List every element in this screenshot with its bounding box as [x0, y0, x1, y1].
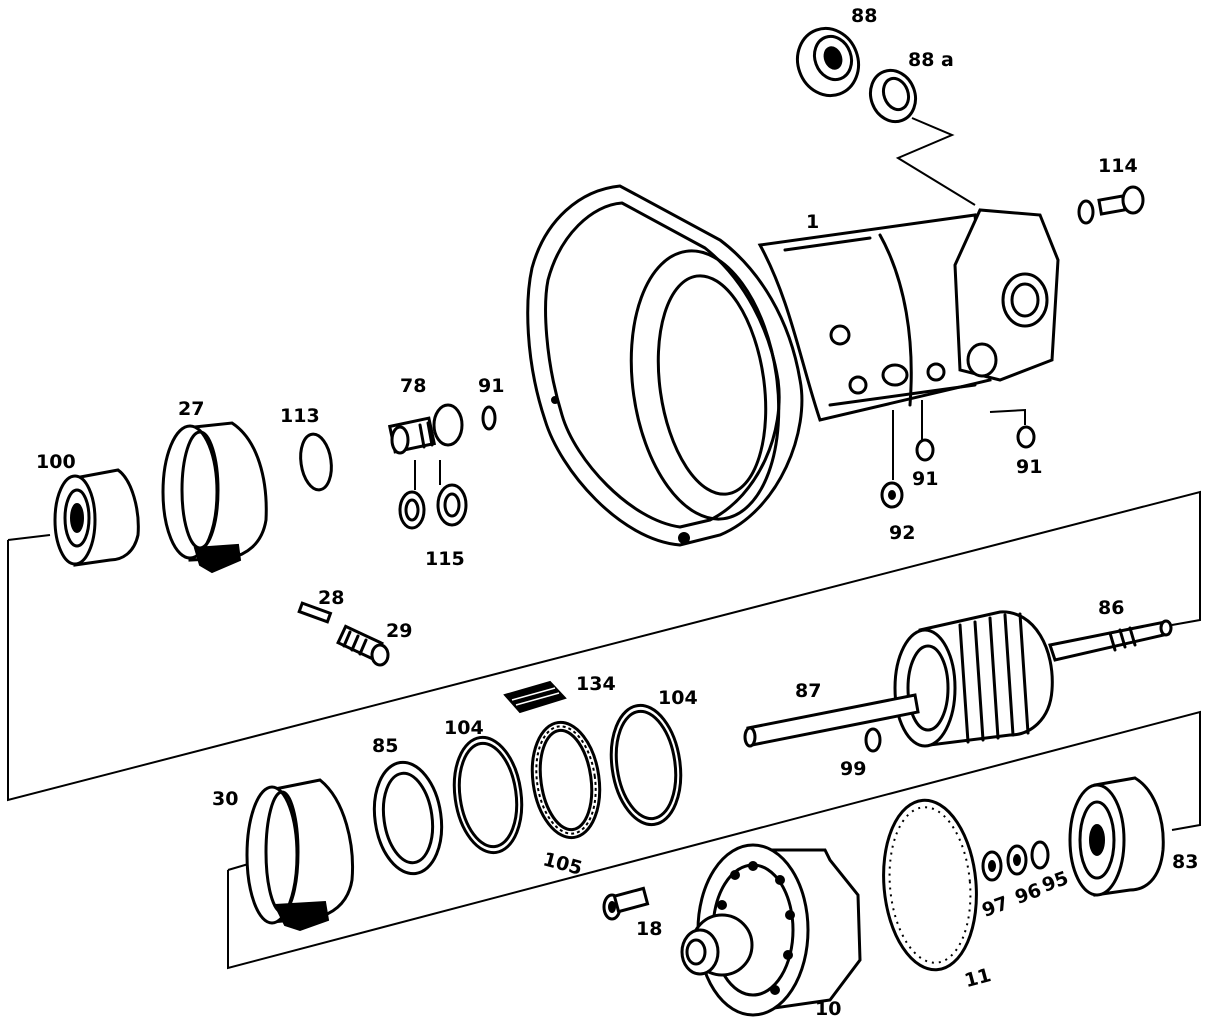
- label-105: 105: [541, 848, 585, 880]
- pump-teeth: [717, 861, 795, 995]
- ring-104-right: [609, 703, 683, 827]
- nut-92: [880, 481, 904, 509]
- label-100: 100: [36, 451, 76, 473]
- washer-99: [864, 727, 882, 753]
- washer-95: [1030, 840, 1050, 870]
- label-10: 10: [815, 998, 841, 1020]
- label-87: 87: [795, 680, 821, 702]
- label-97: 97: [979, 892, 1011, 922]
- shaft-assembly-86: [893, 610, 1173, 748]
- bearing-100: [53, 468, 140, 567]
- washer-96: [1006, 844, 1028, 876]
- fitting-78: [387, 403, 464, 455]
- label-30: 30: [212, 788, 238, 810]
- label-11: 11: [962, 964, 993, 992]
- label-18: 18: [636, 918, 662, 940]
- label-29: 29: [386, 620, 412, 642]
- shaft-87: [743, 693, 920, 748]
- transmission-housing-1: [526, 184, 1060, 547]
- pin-28: [297, 601, 333, 624]
- label-115: 115: [425, 548, 465, 570]
- spring-29: [336, 624, 390, 667]
- snap-ring-113: [299, 432, 333, 492]
- label-134: 134: [576, 673, 616, 695]
- leader-lines: [7, 117, 1201, 970]
- label-113: 113: [280, 405, 320, 427]
- brake-band-27: [161, 421, 268, 574]
- bearing-88: [796, 26, 860, 98]
- label-91-left: 91: [478, 375, 504, 397]
- circlip-115: [398, 483, 468, 530]
- label-104-right: 104: [658, 687, 698, 709]
- label-27: 27: [178, 398, 204, 420]
- label-28: 28: [318, 587, 344, 609]
- label-114: 114: [1098, 155, 1138, 177]
- brake-band-30: [245, 778, 354, 932]
- pump-10: [680, 843, 862, 1017]
- label-88a: 88 a: [908, 49, 954, 71]
- washer-91-mid: [915, 438, 935, 462]
- label-91-mid: 91: [912, 468, 938, 490]
- label-85: 85: [372, 735, 398, 757]
- ring-85: [372, 760, 444, 876]
- washer-91-left: [481, 405, 497, 431]
- ring-105: [530, 720, 602, 840]
- label-99: 99: [840, 758, 866, 780]
- label-91-right: 91: [1016, 456, 1042, 478]
- label-95: 95: [1039, 867, 1071, 897]
- label-88: 88: [851, 5, 877, 27]
- bearing-83: [1068, 776, 1165, 897]
- gasket-11: [882, 798, 978, 972]
- washer-91-right: [1016, 425, 1036, 449]
- label-104-left: 104: [444, 717, 484, 739]
- washer-97: [981, 850, 1003, 882]
- label-78: 78: [400, 375, 426, 397]
- label-96: 96: [1012, 879, 1044, 909]
- label-83: 83: [1172, 851, 1198, 873]
- ring-104-left: [452, 735, 524, 855]
- spring-set-134: [503, 680, 567, 714]
- part-labels: 88 88 a 114 1 78 91 27 113 100 91 91 92 …: [36, 5, 1198, 1020]
- label-86: 86: [1098, 597, 1124, 619]
- label-92: 92: [889, 522, 915, 544]
- seal-88a: [868, 68, 918, 124]
- label-1: 1: [806, 211, 819, 233]
- bolt-114: [1077, 185, 1145, 225]
- bolt-18: [602, 886, 650, 921]
